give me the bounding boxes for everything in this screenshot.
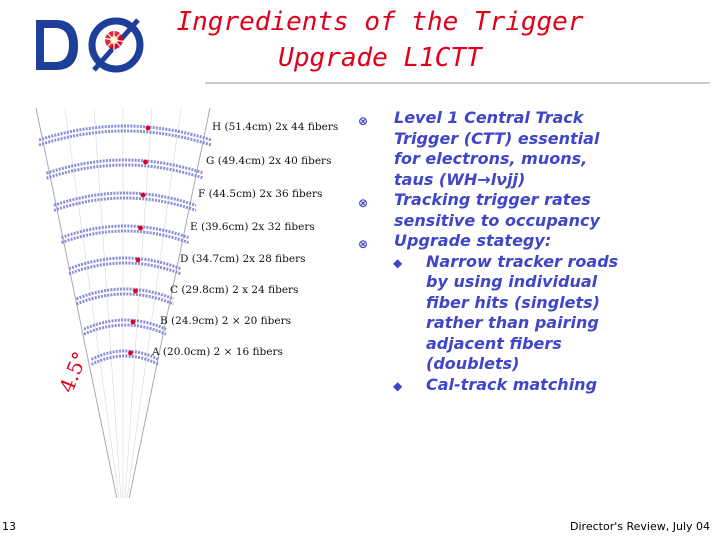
bullet-line: taus (WH→lνjj): [394, 169, 526, 189]
fiber-hit-marker: [130, 319, 136, 325]
radial-guide-line: [126, 107, 182, 498]
bullet-line: Trigger (CTT) essential: [394, 128, 600, 148]
fiber-row: [46, 158, 204, 175]
title-line-1: Ingredients of the Trigger: [176, 7, 584, 37]
title-line-2: Upgrade L1CTT: [278, 43, 482, 73]
layer-label: H (51.4cm) 2x 44 fibers: [212, 121, 338, 133]
fiber-row: [75, 287, 175, 301]
angle-label: 4.5°: [54, 348, 92, 396]
bullet-line: adjacent fibers: [426, 333, 562, 353]
footer-text: Director's Review, July 04: [570, 520, 710, 533]
fiber-row: [38, 124, 212, 142]
fiber-row: [53, 196, 197, 212]
layer-label: F (44.5cm) 2x 36 fibers: [198, 188, 322, 200]
layer-label: A (20.0cm) 2 × 16 fibers: [151, 346, 283, 358]
fiber-hit-marker: [138, 225, 143, 231]
layer-label: D (34.7cm) 2x 28 fibers: [180, 253, 306, 265]
fiber-row: [90, 354, 160, 366]
fiber-hit-marker: [145, 125, 151, 131]
fiber-row: [75, 292, 175, 306]
bullet-line: Cal-track matching: [426, 374, 598, 394]
bullet-line: by using individual: [426, 272, 598, 291]
bullet-item: ⊗ Upgrade stategy:: [358, 231, 698, 252]
bullet-marker-icon: ⊗: [358, 114, 369, 128]
wedge-edge-line: [128, 107, 211, 498]
bullet-marker-icon: ⊗: [358, 196, 369, 210]
bullet-line: rather than pairing: [426, 313, 599, 332]
fiber-row: [38, 129, 212, 147]
fiber-hit-marker: [128, 350, 133, 356]
diamond-bullet-icon: ◆: [393, 255, 403, 270]
bullet-line: Narrow tracker roads: [426, 251, 619, 271]
fiber-row: [53, 191, 197, 207]
bullet-line: for electrons, muons,: [394, 149, 588, 168]
radial-guide-line: [64, 107, 120, 498]
fiber-hit-marker: [135, 257, 141, 263]
bullet-line: Upgrade stategy:: [394, 231, 552, 250]
fiber-row: [60, 229, 190, 245]
fiber-row: [46, 163, 204, 180]
bullet-marker-icon: ⊗: [358, 237, 369, 251]
layer-label: E (39.6cm) 2x 32 fibers: [190, 221, 315, 233]
diamond-bullet-icon: ◆: [393, 378, 403, 393]
bullet-line: Tracking trigger rates: [394, 190, 591, 209]
bullet-line: sensitive to occupancy: [394, 210, 600, 230]
fiber-hit-marker: [143, 159, 148, 165]
fiber-hit-marker: [133, 288, 138, 294]
layer-label: C (29.8cm) 2 x 24 fibers: [170, 284, 298, 296]
layer-label: B (24.9cm) 2 × 20 fibers: [160, 315, 291, 327]
fiber-row: [83, 323, 167, 336]
d0-logo: [30, 16, 170, 73]
title-underline: [205, 82, 710, 84]
bullet-line: Level 1 Central Track: [394, 108, 584, 127]
fiber-layers-diagram: H (51.4cm) 2x 44 fibers G (49.4cm) 2x 40 …: [35, 107, 338, 498]
fiber-row: [83, 318, 167, 331]
slide-number: 13: [2, 520, 16, 533]
fiber-row: [60, 224, 190, 240]
sub-bullet-item: ◆ Cal-track matching: [358, 375, 698, 396]
radial-guide-line: [93, 107, 122, 498]
bullet-line: fiber hits (singlets): [426, 292, 600, 312]
bullet-line: (doublets): [426, 354, 520, 373]
fiber-row: [90, 349, 160, 361]
fiber-hit-marker: [140, 192, 146, 198]
fiber-layers: H (51.4cm) 2x 44 fibers G (49.4cm) 2x 40 …: [35, 107, 338, 498]
layer-label: G (49.4cm) 2x 40 fibers: [206, 155, 331, 167]
radial-guide-line: [124, 107, 153, 498]
slide-title: Ingredients of the Trigger Upgrade L1CTT: [170, 4, 590, 76]
